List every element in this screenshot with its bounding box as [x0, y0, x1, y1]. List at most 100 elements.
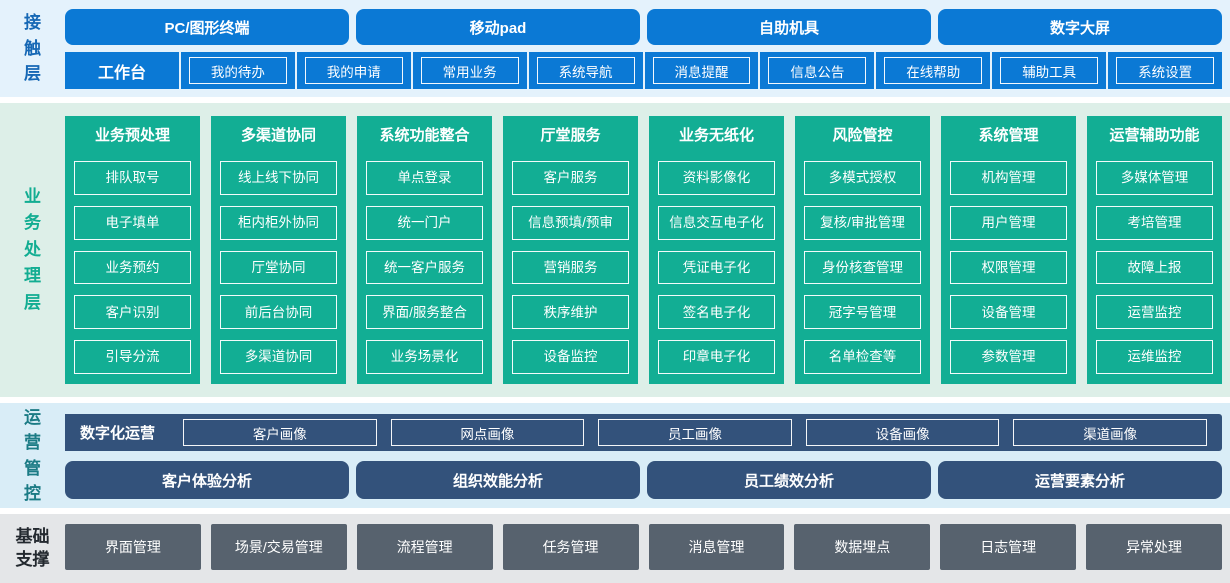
portrait-channel[interactable]: 渠道画像 — [1013, 419, 1207, 446]
feature-chip[interactable]: 身份核查管理 — [804, 250, 921, 285]
feature-chip[interactable]: 考培管理 — [1096, 205, 1213, 240]
feature-chip[interactable]: 客户服务 — [512, 161, 629, 195]
business-column-risk-control: 风险管控 多模式授权 复核/审批管理 身份核查管理 冠字号管理 名单检查等 — [795, 116, 930, 384]
workbench-item-system-settings[interactable]: 系统设置 — [1116, 57, 1215, 84]
foundation-task-management[interactable]: 任务管理 — [502, 524, 639, 570]
column-title: 系统管理 — [978, 127, 1039, 144]
feature-chip[interactable]: 信息交互电子化 — [658, 205, 775, 240]
feature-chip[interactable]: 名单检查等 — [804, 340, 921, 374]
analysis-employee-performance[interactable]: 员工绩效分析 — [647, 461, 931, 499]
feature-chip[interactable]: 权限管理 — [950, 250, 1067, 285]
feature-chip[interactable]: 凭证电子化 — [658, 250, 775, 285]
feature-chip[interactable]: 业务预约 — [74, 250, 191, 285]
feature-chip[interactable]: 参数管理 — [950, 340, 1067, 374]
workbench-item-my-todo[interactable]: 我的待办 — [188, 57, 287, 84]
feature-chip[interactable]: 前后台协同 — [220, 295, 337, 330]
feature-chip[interactable]: 统一门户 — [366, 205, 483, 240]
feature-chip[interactable]: 柜内柜外协同 — [220, 205, 337, 240]
device-button-pc-terminal[interactable]: PC/图形终端 — [65, 9, 349, 45]
feature-chip[interactable]: 印章电子化 — [658, 340, 775, 374]
feature-chip[interactable]: 复核/审批管理 — [804, 205, 921, 240]
analysis-row: 客户体验分析 组织效能分析 员工绩效分析 运营要素分析 — [65, 461, 1222, 499]
feature-chip[interactable]: 设备监控 — [512, 340, 629, 374]
device-button-mobile-pad[interactable]: 移动pad — [356, 9, 640, 45]
feature-chip[interactable]: 厅堂协同 — [220, 250, 337, 285]
feature-chip[interactable]: 多媒体管理 — [1096, 161, 1213, 195]
workbench-item-my-applications[interactable]: 我的申请 — [304, 57, 403, 84]
foundation-log-management[interactable]: 日志管理 — [940, 524, 1077, 570]
portrait-employee[interactable]: 员工画像 — [598, 419, 792, 446]
business-column-multichannel: 多渠道协同 线上线下协同 柜内柜外协同 厅堂协同 前后台协同 多渠道协同 — [211, 116, 346, 384]
business-column-hall-service: 厅堂服务 客户服务 信息预填/预审 营销服务 秩序维护 设备监控 — [503, 116, 638, 384]
feature-chip[interactable]: 故障上报 — [1096, 250, 1213, 285]
feature-chip[interactable]: 引导分流 — [74, 340, 191, 374]
portrait-device[interactable]: 设备画像 — [805, 419, 1000, 446]
device-button-self-service[interactable]: 自助机具 — [647, 9, 931, 45]
feature-chip[interactable]: 排队取号 — [74, 161, 191, 195]
feature-chip[interactable]: 用户管理 — [950, 205, 1067, 240]
workbench-item-common-business[interactable]: 常用业务 — [420, 57, 519, 84]
column-title: 系统功能整合 — [379, 127, 470, 144]
analysis-customer-experience[interactable]: 客户体验分析 — [65, 461, 349, 499]
operation-layer-band: 运营管控 数字化运营 客户画像 网点画像 员工画像 设备画像 渠道画像 客户体验… — [0, 403, 1230, 508]
foundation-message-management[interactable]: 消息管理 — [648, 524, 785, 570]
column-title: 业务无纸化 — [678, 127, 754, 144]
feature-chip[interactable]: 秩序维护 — [512, 295, 629, 330]
workbench-bar: 工作台 我的待办 我的申请 常用业务 系统导航 消息提醒 信息公 — [65, 52, 1223, 89]
business-columns: 业务预处理 排队取号 电子填单 业务预约 客户识别 引导分流 多渠道协同 线上线… — [65, 116, 1222, 384]
foundation-exception-handling[interactable]: 异常处理 — [1086, 524, 1222, 570]
feature-chip[interactable]: 资料影像化 — [658, 161, 775, 195]
feature-chip[interactable]: 机构管理 — [950, 161, 1067, 195]
foundation-layer-band: 基础支撑 界面管理 场景/交易管理 流程管理 任务管理 消息管理 数据埋点 日志… — [0, 514, 1230, 583]
workbench-label: 工作台 — [97, 64, 146, 82]
business-column-operation-auxiliary: 运营辅助功能 多媒体管理 考培管理 故障上报 运营监控 运维监控 — [1087, 116, 1222, 384]
feature-chip[interactable]: 运营监控 — [1096, 295, 1213, 330]
workbench-item-system-navigation[interactable]: 系统导航 — [536, 57, 635, 84]
portrait-branch[interactable]: 网点画像 — [390, 419, 585, 446]
feature-chip[interactable]: 单点登录 — [366, 161, 483, 195]
column-title: 运营辅助功能 — [1109, 127, 1200, 144]
workbench-segment: 常用业务 — [412, 52, 527, 89]
feature-chip[interactable]: 业务场景化 — [366, 340, 483, 374]
foundation-row: 界面管理 场景/交易管理 流程管理 任务管理 消息管理 数据埋点 日志管理 异常… — [65, 524, 1222, 570]
feature-chip[interactable]: 冠字号管理 — [804, 295, 921, 330]
feature-chip[interactable]: 多模式授权 — [804, 161, 921, 195]
feature-chip[interactable]: 信息预填/预审 — [512, 205, 629, 240]
business-layer-label-col: 业务处理层 — [0, 103, 65, 397]
foundation-data-tracking[interactable]: 数据埋点 — [794, 524, 931, 570]
business-column-paperless: 业务无纸化 资料影像化 信息交互电子化 凭证电子化 签名电子化 印章电子化 — [649, 116, 784, 384]
foundation-layer-label-col: 基础支撑 — [0, 514, 65, 583]
feature-chip[interactable]: 电子填单 — [74, 205, 191, 240]
workbench-segment: 信息公告 — [760, 52, 875, 89]
device-row: PC/图形终端 移动pad 自助机具 数字大屏 — [65, 9, 1222, 45]
foundation-process-management[interactable]: 流程管理 — [356, 524, 493, 570]
foundation-ui-management[interactable]: 界面管理 — [65, 524, 201, 570]
feature-chip[interactable]: 线上线下协同 — [220, 161, 337, 195]
workbench-segment: 我的待办 — [180, 52, 295, 89]
feature-chip[interactable]: 运维监控 — [1096, 340, 1213, 374]
feature-chip[interactable]: 签名电子化 — [658, 295, 775, 330]
feature-chip[interactable]: 界面/服务整合 — [366, 295, 483, 330]
feature-chip[interactable]: 统一客户服务 — [366, 250, 483, 285]
workbench-item-auxiliary-tools[interactable]: 辅助工具 — [1000, 57, 1099, 84]
business-column-system-integration: 系统功能整合 单点登录 统一门户 统一客户服务 界面/服务整合 业务场景化 — [357, 116, 492, 384]
feature-chip[interactable]: 客户识别 — [74, 295, 191, 330]
contact-layer-label: 接触层 — [24, 13, 41, 84]
workbench-item-info-bulletin[interactable]: 信息公告 — [768, 57, 867, 84]
foundation-scene-transaction-management[interactable]: 场景/交易管理 — [210, 524, 347, 570]
portrait-customer[interactable]: 客户画像 — [183, 419, 377, 446]
analysis-operation-elements[interactable]: 运营要素分析 — [938, 461, 1222, 499]
feature-chip[interactable]: 多渠道协同 — [220, 340, 337, 374]
business-layer-band: 业务处理层 业务预处理 排队取号 电子填单 业务预约 客户识别 引导分流 多渠道… — [0, 103, 1230, 397]
workbench-item-message-reminder[interactable]: 消息提醒 — [652, 57, 751, 84]
foundation-layer-label: 基础支撑 — [15, 526, 50, 569]
workbench-item-online-help[interactable]: 在线帮助 — [884, 57, 983, 84]
contact-layer-label-col: 接触层 — [0, 0, 65, 97]
workbench-segment: 我的申请 — [296, 52, 411, 89]
analysis-org-efficiency[interactable]: 组织效能分析 — [356, 461, 640, 499]
column-title: 厅堂服务 — [540, 127, 601, 144]
device-button-digital-screen[interactable]: 数字大屏 — [938, 9, 1222, 45]
digital-operation-bar: 数字化运营 客户画像 网点画像 员工画像 设备画像 渠道画像 — [65, 414, 1222, 451]
feature-chip[interactable]: 设备管理 — [950, 295, 1067, 330]
feature-chip[interactable]: 营销服务 — [512, 250, 629, 285]
